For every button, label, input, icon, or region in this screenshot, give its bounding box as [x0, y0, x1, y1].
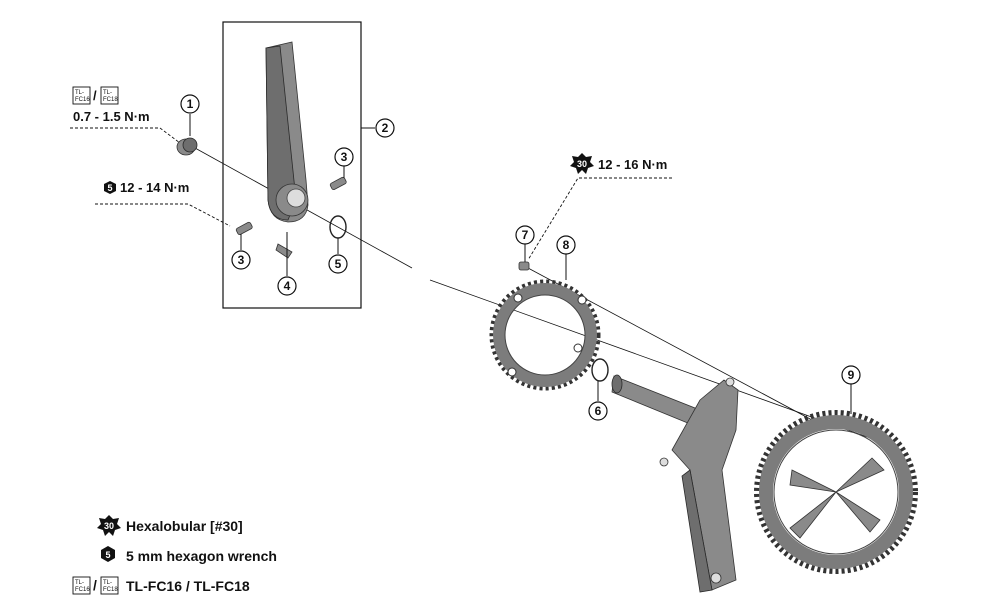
svg-text:FC18: FC18: [103, 97, 118, 103]
callout-2: 2: [375, 118, 395, 138]
tool-tl-fc16-icon: TL- FC16: [72, 576, 91, 595]
left-crank-group-frame: [222, 21, 362, 309]
svg-text:2: 2: [382, 121, 389, 135]
svg-text:FC16: FC16: [75, 97, 90, 103]
svg-text:/: /: [93, 88, 97, 103]
svg-text:5: 5: [335, 257, 342, 271]
svg-text:5: 5: [105, 550, 110, 560]
legend-hex-wrench-row: 5 5 mm hexagon wrench: [101, 546, 277, 564]
outer-chainring-part: [754, 410, 918, 574]
crank-cap-part: [176, 137, 198, 156]
spec-chainring-bolt: 30 12 - 16 N·m: [527, 153, 672, 261]
right-crank-arm-part: [611, 374, 739, 593]
callout-3-lower: 3: [231, 250, 251, 270]
pinch-bolt-upper-part: [329, 176, 347, 190]
hexalobular-30-icon: 30: [570, 153, 594, 174]
svg-text:1: 1: [187, 97, 194, 111]
callout-5: 5: [328, 254, 348, 274]
spec-leader-crank-cap: [70, 127, 181, 144]
svg-text:6: 6: [595, 404, 602, 418]
svg-text:12 - 16 N·m: 12 - 16 N·m: [598, 157, 667, 172]
svg-text:TL-: TL-: [103, 90, 112, 96]
legend: 30 Hexalobular [#30] 5 5 mm hexagon wren…: [72, 515, 277, 595]
legend-hexalobular-row: 30 Hexalobular [#30]: [97, 515, 243, 536]
spec-leader-chainring-bolt: [527, 177, 672, 261]
svg-text:3: 3: [341, 150, 348, 164]
tool-tl-fc18-icon: TL- FC18: [100, 576, 119, 595]
svg-text:7: 7: [522, 228, 529, 242]
spec-crank-cap: TL- FC16 / TL- FC18 0.7 - 1.5 N·m: [70, 86, 181, 144]
svg-text:4: 4: [284, 279, 291, 293]
safety-plate-part: [275, 243, 293, 259]
callout-1: 1: [180, 94, 200, 114]
legend-tools-row: TL- FC16 / TL- FC18 TL-FC16 / TL-FC18: [72, 576, 250, 595]
svg-text:30: 30: [104, 521, 114, 531]
svg-text:5: 5: [107, 183, 112, 193]
callout-7: 7: [515, 225, 535, 245]
spec-pinch-bolts: 5 12 - 14 N·m: [95, 180, 231, 227]
svg-text:12 - 14 N·m: 12 - 14 N·m: [120, 180, 189, 195]
svg-text:TL-: TL-: [75, 580, 84, 586]
svg-text:TL-: TL-: [103, 580, 112, 586]
spec-leader-pinch-bolts: [95, 203, 231, 227]
pinch-bolt-lower-part: [235, 221, 253, 235]
callout-8: 8: [556, 235, 576, 255]
hex-wrench-5-icon: 5: [101, 546, 115, 562]
svg-text:8: 8: [563, 238, 570, 252]
hexalobular-30-icon: 30: [97, 515, 121, 536]
hex-wrench-5-icon: 5: [104, 181, 116, 194]
svg-text:TL-: TL-: [75, 90, 84, 96]
inner-chainring-part: [489, 279, 601, 391]
callout-9: 9: [841, 365, 861, 385]
svg-text:30: 30: [577, 159, 587, 169]
svg-text:5 mm hexagon wrench: 5 mm hexagon wrench: [126, 548, 277, 564]
svg-text:Hexalobular [#30]: Hexalobular [#30]: [126, 518, 243, 534]
spacer-ring-part: [591, 358, 609, 382]
svg-text:FC18: FC18: [103, 587, 118, 593]
callout-3-upper: 3: [334, 147, 354, 167]
tool-tl-fc16-icon: TL- FC16: [72, 86, 91, 105]
svg-text:9: 9: [848, 368, 855, 382]
svg-text:TL-FC16 / TL-FC18: TL-FC16 / TL-FC18: [126, 578, 250, 594]
callout-6: 6: [588, 401, 608, 421]
svg-text:/: /: [93, 577, 97, 593]
svg-text:0.7 - 1.5 N·m: 0.7 - 1.5 N·m: [73, 109, 150, 124]
chainring-bolt-part: [518, 261, 530, 271]
tool-tl-fc18-icon: TL- FC18: [100, 86, 119, 105]
left-crank-arm-part: [265, 41, 309, 223]
callout-4: 4: [277, 276, 297, 296]
svg-text:FC16: FC16: [75, 587, 90, 593]
svg-text:3: 3: [238, 253, 245, 267]
